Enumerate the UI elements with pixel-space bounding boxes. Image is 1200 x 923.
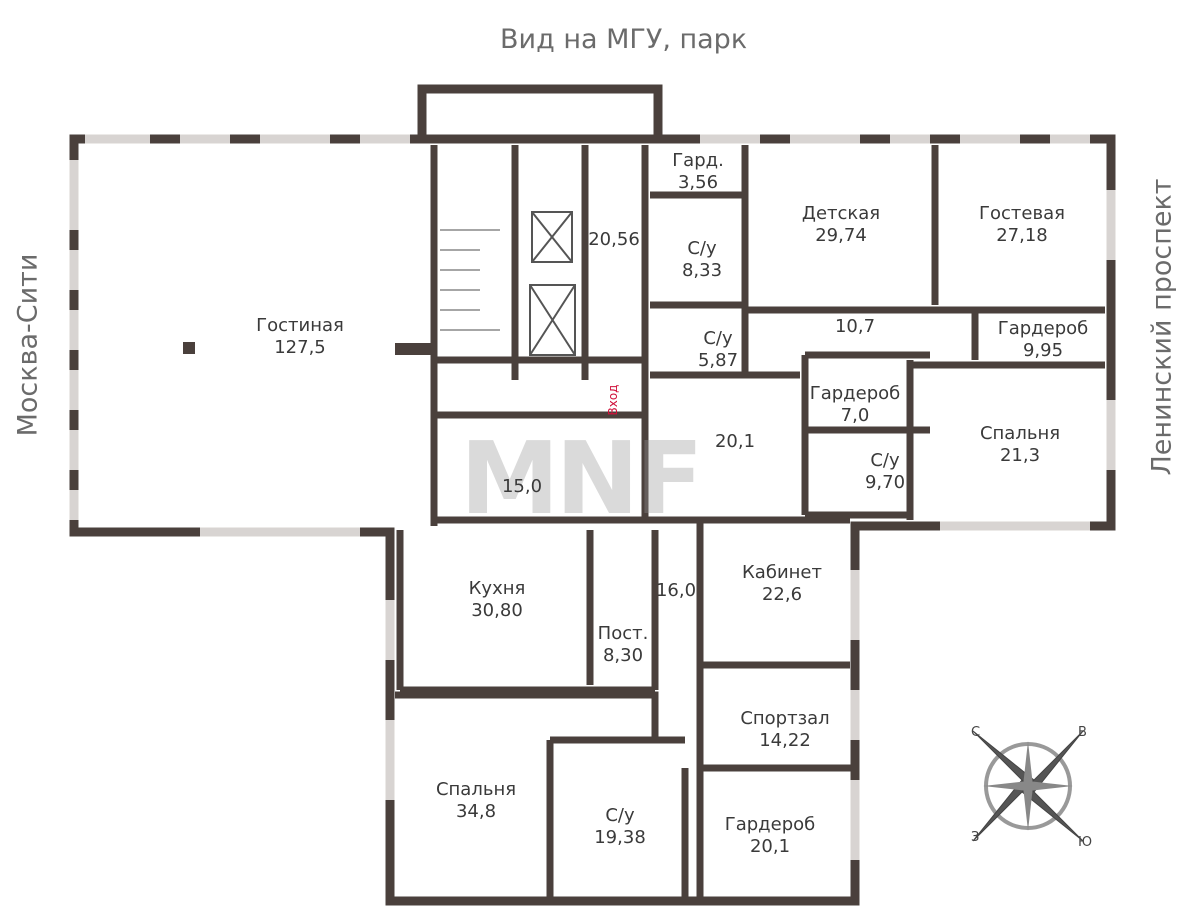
room-pantry: Пост.8,30 xyxy=(597,623,649,666)
columns xyxy=(183,342,433,355)
room-corridor-160: 16,0 xyxy=(655,580,697,601)
compass-west: З xyxy=(971,830,980,845)
watermark: MNF xyxy=(460,420,704,537)
elevators xyxy=(529,211,576,356)
exterior-walls xyxy=(69,84,1116,906)
interior-walls xyxy=(395,145,1105,905)
windows xyxy=(69,134,1116,860)
compass-south: Ю xyxy=(1078,835,1093,850)
room-hall-2056: 20,56 xyxy=(588,229,640,250)
room-wardrobe-small: Гард.3,56 xyxy=(672,150,724,193)
view-left-label: Москва-Сити xyxy=(12,253,44,437)
room-hall-201: 20,1 xyxy=(714,431,756,452)
compass-east: В xyxy=(1078,725,1087,740)
compass-rose xyxy=(972,730,1084,842)
room-corridor-107: 10,7 xyxy=(834,316,876,337)
view-right-label: Ленинский проспект xyxy=(1146,178,1178,476)
compass-north: С xyxy=(971,725,981,740)
room-hall-150: 15,0 xyxy=(501,476,543,497)
entrance-label: Вход xyxy=(606,384,620,416)
stairs xyxy=(440,229,500,331)
view-top-label: Вид на МГУ, парк xyxy=(500,24,748,55)
